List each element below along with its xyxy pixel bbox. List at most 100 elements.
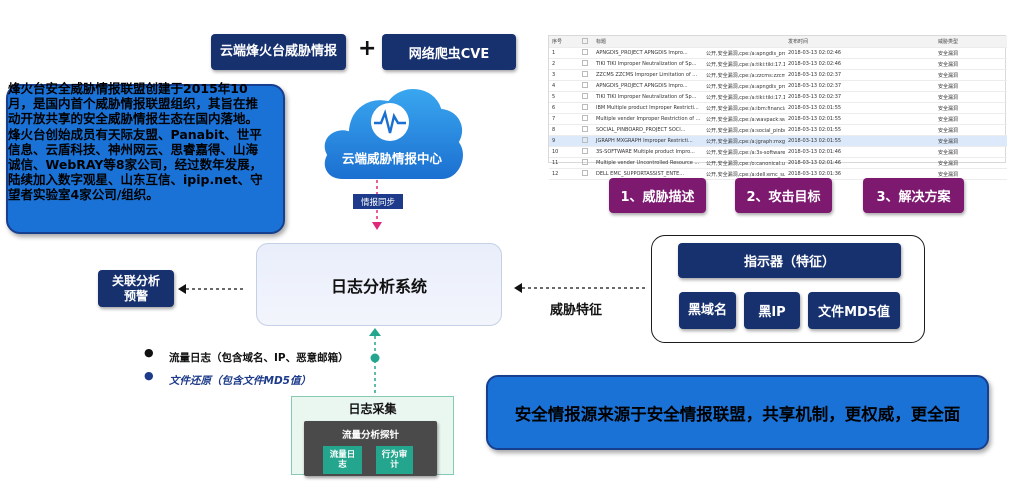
row-blank	[881, 124, 935, 136]
row-type: 安全漏洞	[935, 146, 1007, 158]
row-time: 2018-03-13 02:02:46	[785, 58, 881, 70]
behavior-audit-button: 行为审计	[376, 446, 413, 474]
row-blank	[881, 102, 935, 114]
log-collection-title: 日志采集	[348, 402, 397, 416]
row-check[interactable]	[579, 102, 593, 114]
row-checkbox[interactable]	[582, 60, 588, 66]
row-checkbox[interactable]	[582, 126, 588, 132]
slogan-text: 安全情报源来源于安全情报联盟，共享机制，更权威，更全面	[514, 404, 961, 424]
step-solution: 3、解决方案	[863, 178, 964, 213]
row-type: 安全漏洞	[935, 102, 1007, 114]
row-index: 11	[549, 157, 579, 169]
row-check[interactable]	[579, 113, 593, 125]
row-check[interactable]	[579, 91, 593, 103]
row-check[interactable]	[579, 157, 593, 169]
row-tags: 公开,安全漏洞,cpe:/a:tiki:tiki:17.1	[703, 91, 785, 103]
header-blank	[703, 36, 785, 48]
row-index: 2	[549, 58, 579, 70]
row-type: 安全漏洞	[935, 113, 1007, 125]
row-checkbox[interactable]	[582, 170, 588, 176]
bullet-dot: ●	[144, 369, 154, 382]
plus-sign: +	[358, 36, 377, 61]
row-check[interactable]	[579, 146, 593, 158]
header-blank2	[881, 36, 935, 48]
bullet-dot: ●	[144, 346, 154, 359]
row-blank	[881, 80, 935, 92]
bullet-traffic-text: 流量日志（包含域名、IP、恶意邮箱）	[169, 352, 349, 364]
md5-label: 文件MD5值	[818, 305, 890, 320]
indicator-title-box: 指示器（特征）	[678, 243, 901, 278]
correlation-label: 关联分析预警	[111, 273, 160, 303]
row-type: 安全漏洞	[935, 91, 1007, 103]
row-checkbox[interactable]	[582, 93, 588, 99]
row-index: 12	[549, 168, 579, 180]
table-row[interactable]: 5 TIKI TIKI Improper Neutralization of Sp…	[549, 91, 1007, 103]
log-analysis-system: 日志分析系统	[256, 243, 502, 326]
row-time: 2018-03-13 02:01:46	[785, 146, 881, 158]
row-checkbox[interactable]	[582, 49, 588, 55]
header-title: 标题	[593, 36, 703, 48]
row-tags: 公开,安全漏洞,cpe:/a:jgraph:mxgraph:3...	[703, 135, 785, 147]
row-checkbox[interactable]	[582, 71, 588, 77]
row-time: 2018-03-13 02:01:55	[785, 135, 881, 147]
intro-text: 烽火台安全威胁情报联盟创建于2015年10月，是国内首个威胁情报联盟组织，其旨在…	[8, 81, 263, 203]
row-title: SOCIAL_PINBOARD_PROJECT SOCI...	[593, 124, 703, 136]
row-check[interactable]	[579, 168, 593, 180]
row-check[interactable]	[579, 124, 593, 136]
traffic-log-label: 流量日志	[329, 450, 356, 470]
row-blank	[881, 58, 935, 70]
row-check[interactable]	[579, 58, 593, 70]
row-blank	[881, 69, 935, 81]
row-time: 2018-03-13 02:01:55	[785, 124, 881, 136]
intro-panel	[6, 84, 285, 234]
row-title: ZZCMS ZZCMS Improper Limitation of ...	[593, 69, 703, 81]
row-title: APNGDIS_PROJECT APNGDIS Impro...	[593, 80, 703, 92]
row-checkbox[interactable]	[582, 148, 588, 154]
step-threat-description: 1、威胁描述	[609, 178, 706, 213]
row-blank	[881, 113, 935, 125]
threat-feature-arrow	[514, 283, 646, 293]
row-title: IBM Multiple product Improper Restricti.…	[593, 102, 703, 114]
row-tags: 公开,安全漏洞,cpe:/a:tiki:tiki:17.1	[703, 58, 785, 70]
sync-label-text: 情报同步	[360, 197, 395, 208]
row-index: 3	[549, 69, 579, 81]
row-time: 2018-03-13 02:01:55	[785, 102, 881, 114]
row-title: TIKI TIKI Improper Neutralization of Sp.…	[593, 91, 703, 103]
step-2-label: 2、攻击目标	[746, 190, 821, 205]
row-checkbox[interactable]	[582, 82, 588, 88]
cloud-label: 云端威胁情报中心	[341, 151, 442, 166]
cloud-icon	[322, 87, 465, 181]
row-checkbox[interactable]	[582, 159, 588, 165]
row-blank	[881, 47, 935, 59]
row-blank	[881, 146, 935, 158]
row-check[interactable]	[579, 47, 593, 59]
row-tags: 公开,安全漏洞,cpe:/a:social_pinboard_p...	[703, 124, 785, 136]
row-index: 5	[549, 91, 579, 103]
row-check[interactable]	[579, 80, 593, 92]
collection-up-arrow	[369, 328, 381, 397]
row-time: 2018-03-13 02:02:46	[785, 47, 881, 59]
log-system-label: 日志分析系统	[330, 276, 427, 296]
row-checkbox[interactable]	[582, 137, 588, 143]
bullet-file-text: 文件还原（包含文件MD5值）	[169, 375, 311, 387]
row-blank	[881, 135, 935, 147]
indicator-md5: 文件MD5值	[808, 292, 900, 329]
row-check[interactable]	[579, 69, 593, 81]
row-type: 安全漏洞	[935, 168, 1007, 180]
row-check[interactable]	[579, 135, 593, 147]
row-checkbox[interactable]	[582, 104, 588, 110]
row-type: 安全漏洞	[935, 69, 1007, 81]
traffic-log-button: 流量日志	[323, 446, 362, 474]
row-checkbox[interactable]	[582, 115, 588, 121]
